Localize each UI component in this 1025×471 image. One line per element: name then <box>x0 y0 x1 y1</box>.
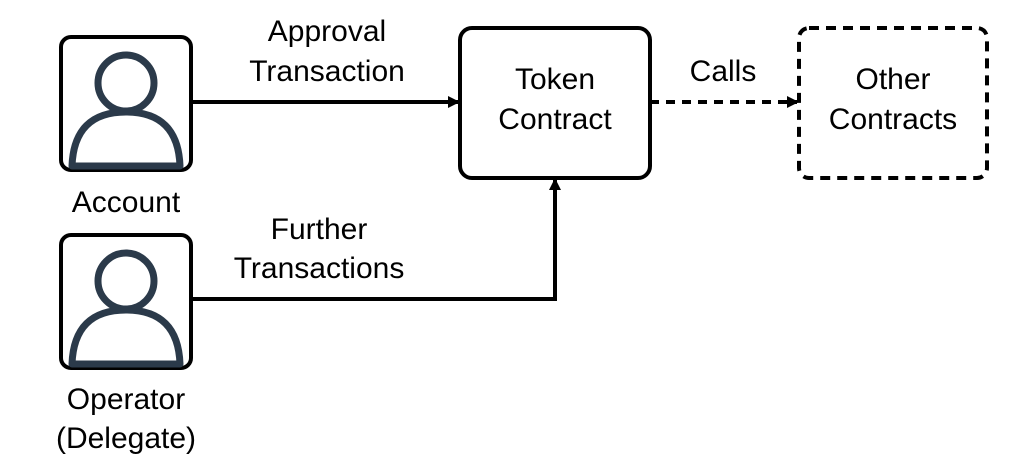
further-transactions-edge: Further Transactions <box>191 178 561 301</box>
operator-label: Operator <box>67 383 185 416</box>
other-contracts-label-line1: Other <box>855 63 930 96</box>
token-contract-label-line2: Contract <box>498 103 612 136</box>
account-label: Account <box>72 186 181 219</box>
calls-edge: Calls <box>650 55 799 108</box>
further-arrow <box>191 178 561 301</box>
token-contract-node: Token Contract <box>458 26 652 180</box>
calls-label: Calls <box>690 55 757 88</box>
operator-label-qualifier: (Delegate) <box>56 422 196 455</box>
person-icon <box>68 249 184 368</box>
other-contracts-node: Other Contracts <box>797 26 989 180</box>
approval-transaction-edge: Approval Transaction <box>191 15 460 108</box>
other-contracts-box <box>797 26 989 180</box>
approval-label-line1: Approval <box>268 15 386 48</box>
further-label-line1: Further <box>271 213 368 246</box>
approval-label-line2: Transaction <box>249 55 405 88</box>
operator-icon-frame <box>59 233 193 370</box>
person-icon <box>68 51 184 170</box>
other-contracts-label-line2: Contracts <box>829 103 957 136</box>
operator-node: Operator (Delegate) <box>56 233 196 455</box>
token-contract-label-line1: Token <box>515 63 595 96</box>
further-label-line2: Transactions <box>234 252 405 285</box>
account-node: Account <box>59 35 193 219</box>
